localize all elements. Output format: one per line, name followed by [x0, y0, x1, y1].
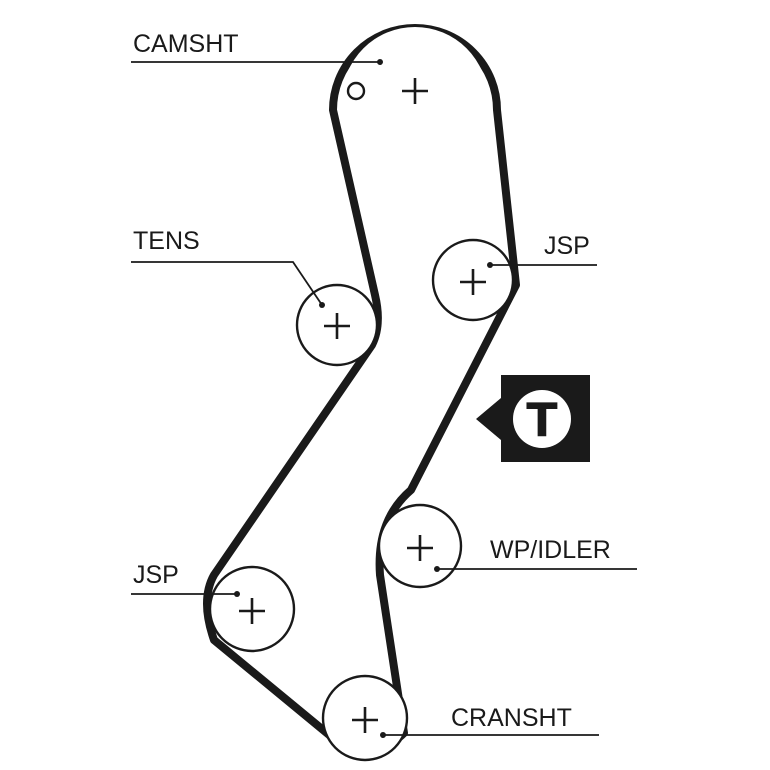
jsp-upper-pulley	[431, 238, 515, 322]
leader-crankshaft	[380, 732, 599, 738]
label-crankshaft: CRANSHT	[451, 704, 572, 732]
jsp-lower-center-icon	[239, 598, 265, 624]
tension-marker-circle	[513, 390, 571, 448]
tension-marker: T	[476, 375, 590, 462]
water-pump-idler-pulley	[377, 503, 463, 589]
leader-jsp-upper	[487, 262, 597, 268]
jsp-upper-center-icon	[460, 269, 486, 295]
label-tensioner: TENS	[133, 227, 200, 255]
leader-camshaft	[131, 59, 383, 65]
label-jsp-upper: JSP	[544, 232, 590, 260]
timing-mark-circle-icon	[346, 81, 366, 101]
leader-jsp-lower	[131, 591, 240, 597]
label-jsp-lower: JSP	[133, 561, 179, 589]
tension-marker-letter: T	[526, 393, 558, 447]
camshaft-pulley	[342, 27, 488, 173]
tensioner-pulley	[295, 283, 379, 367]
jsp-lower-pulley	[208, 565, 296, 653]
crankshaft-pulley	[321, 674, 409, 762]
crankshaft-center-icon	[352, 707, 378, 733]
leader-tensioner	[131, 261, 325, 308]
label-water-pump-idler: WP/IDLER	[490, 536, 611, 564]
leader-water-pump	[434, 566, 637, 572]
label-camshaft: CAMSHT	[133, 30, 239, 58]
camshaft-center-icon	[402, 78, 428, 104]
water-pump-center-icon	[407, 535, 433, 561]
tensioner-center-icon	[324, 313, 350, 339]
